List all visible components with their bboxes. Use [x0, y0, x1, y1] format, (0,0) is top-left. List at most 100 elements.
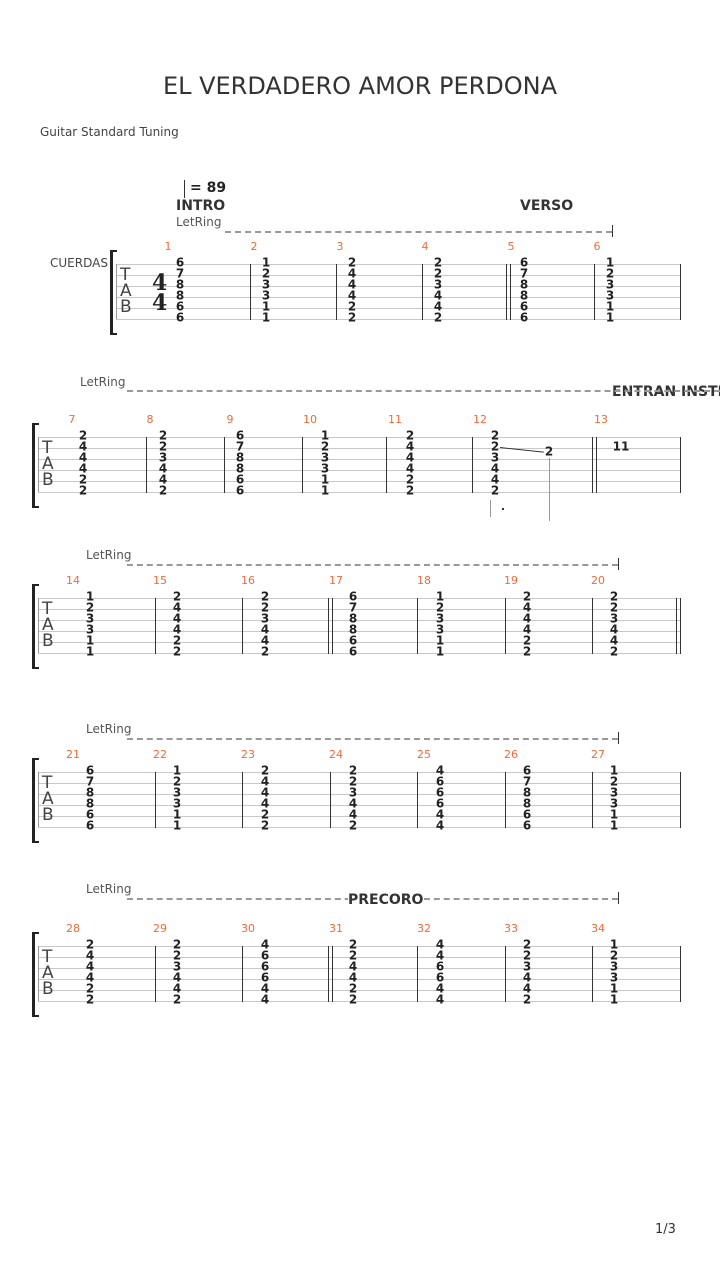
fret-number: 1 — [320, 472, 330, 487]
fret-number: 6 — [85, 807, 95, 822]
fret-number: 2 — [609, 589, 619, 604]
staff-line — [38, 459, 680, 460]
fret-number: 6 — [235, 472, 245, 487]
fret-number: 3 — [320, 461, 330, 476]
fret-number: 4 — [260, 622, 270, 637]
fret-number: 4 — [435, 818, 445, 833]
fret-number: 2 — [348, 981, 358, 996]
let-ring-end — [612, 225, 613, 237]
fret-number: 1 — [172, 807, 182, 822]
fret-number: 3 — [172, 959, 182, 974]
fret-number: 4 — [85, 948, 95, 963]
bar-line — [242, 598, 243, 654]
bar-line — [386, 437, 387, 493]
staff-line — [38, 437, 680, 438]
fret-number: 3 — [261, 277, 271, 292]
fret-number: 4 — [260, 785, 270, 800]
staff-line — [38, 470, 680, 471]
fret-number: 4 — [522, 611, 532, 626]
fret-number: 4 — [158, 461, 168, 476]
fret-number: 2 — [347, 310, 357, 325]
staff-line — [38, 946, 680, 947]
bar-line — [592, 772, 593, 828]
tab-clef-letter: T — [42, 599, 53, 619]
fret-number: 2 — [609, 948, 619, 963]
measure-number: 22 — [153, 748, 167, 761]
fret-number: 2 — [348, 818, 358, 833]
fret-number: 2 — [347, 255, 357, 270]
staff-line — [38, 492, 680, 493]
staff-line — [38, 620, 680, 621]
fret-number: 6 — [260, 948, 270, 963]
fret-number: 1 — [605, 299, 615, 314]
fret-number: 3 — [490, 450, 500, 465]
let-ring-label: LetRing — [86, 548, 132, 562]
fret-number: 6 — [519, 299, 529, 314]
measure-number: 10 — [303, 413, 317, 426]
fret-number: 4 — [172, 981, 182, 996]
fret-number: 1 — [172, 763, 182, 778]
fret-number: 4 — [172, 970, 182, 985]
staff-line — [38, 642, 680, 643]
bar-line — [680, 946, 681, 1002]
bar-line — [592, 598, 593, 654]
fret-number: 2 — [172, 589, 182, 604]
tab-clef-letter: T — [120, 265, 131, 285]
fret-number: 2 — [433, 266, 443, 281]
fret-number: 1 — [609, 937, 619, 952]
fret-number: 1 — [261, 299, 271, 314]
let-ring-extension — [225, 231, 612, 233]
section-precoro: PRECORO — [348, 892, 424, 908]
measure-number: 27 — [591, 748, 605, 761]
fret-number: 4 — [260, 774, 270, 789]
bar-line — [680, 437, 681, 493]
fret-number: 4 — [435, 981, 445, 996]
fret-number: 4 — [522, 622, 532, 637]
fret-number: 4 — [172, 622, 182, 637]
bar-line — [336, 264, 337, 320]
measure-number: 28 — [66, 922, 80, 935]
fret-number: 4 — [78, 461, 88, 476]
bar-line — [505, 772, 506, 828]
staff-line — [38, 609, 680, 610]
tab-clef-letter: B — [42, 979, 54, 999]
bar-line — [505, 598, 506, 654]
fret-number: 6 — [85, 763, 95, 778]
fret-number: 2 — [522, 633, 532, 648]
measure-number: 21 — [66, 748, 80, 761]
bar-line — [155, 598, 156, 654]
fret-number: 7 — [235, 439, 245, 454]
measure-number: 18 — [417, 574, 431, 587]
let-ring-extension — [127, 738, 618, 740]
staff-line — [38, 653, 680, 654]
fret-number: 2 — [522, 644, 532, 659]
fret-number: 2 — [172, 633, 182, 648]
measure-number: 12 — [473, 413, 487, 426]
measure-number: 1 — [164, 240, 172, 253]
double-bar-line — [332, 946, 333, 1002]
fret-number: 4 — [433, 288, 443, 303]
fret-number: 4 — [260, 937, 270, 952]
staff-line — [116, 286, 680, 287]
tab-clef-letter: B — [42, 805, 54, 825]
measure-number: 9 — [226, 413, 234, 426]
measure-number: 34 — [591, 922, 605, 935]
bar-line — [417, 772, 418, 828]
fret-number: 2 — [348, 948, 358, 963]
fret-number: 3 — [605, 277, 615, 292]
measure-number: 4 — [421, 240, 429, 253]
staff-line — [38, 827, 680, 828]
bar-line — [680, 772, 681, 828]
fret-number: 6 — [348, 589, 358, 604]
tab-clef-letter: T — [42, 438, 53, 458]
fret-number: 1 — [605, 310, 615, 325]
fret-number: 3 — [172, 796, 182, 811]
fret-number: 4 — [609, 633, 619, 648]
staff-line — [38, 783, 680, 784]
fret-number: 1 — [609, 981, 619, 996]
fret-number: 2 — [158, 428, 168, 443]
let-ring-label: LetRing — [86, 722, 132, 736]
fret-number: 2 — [405, 483, 415, 498]
fret-number: 2 — [85, 600, 95, 615]
bar-line — [506, 264, 507, 320]
